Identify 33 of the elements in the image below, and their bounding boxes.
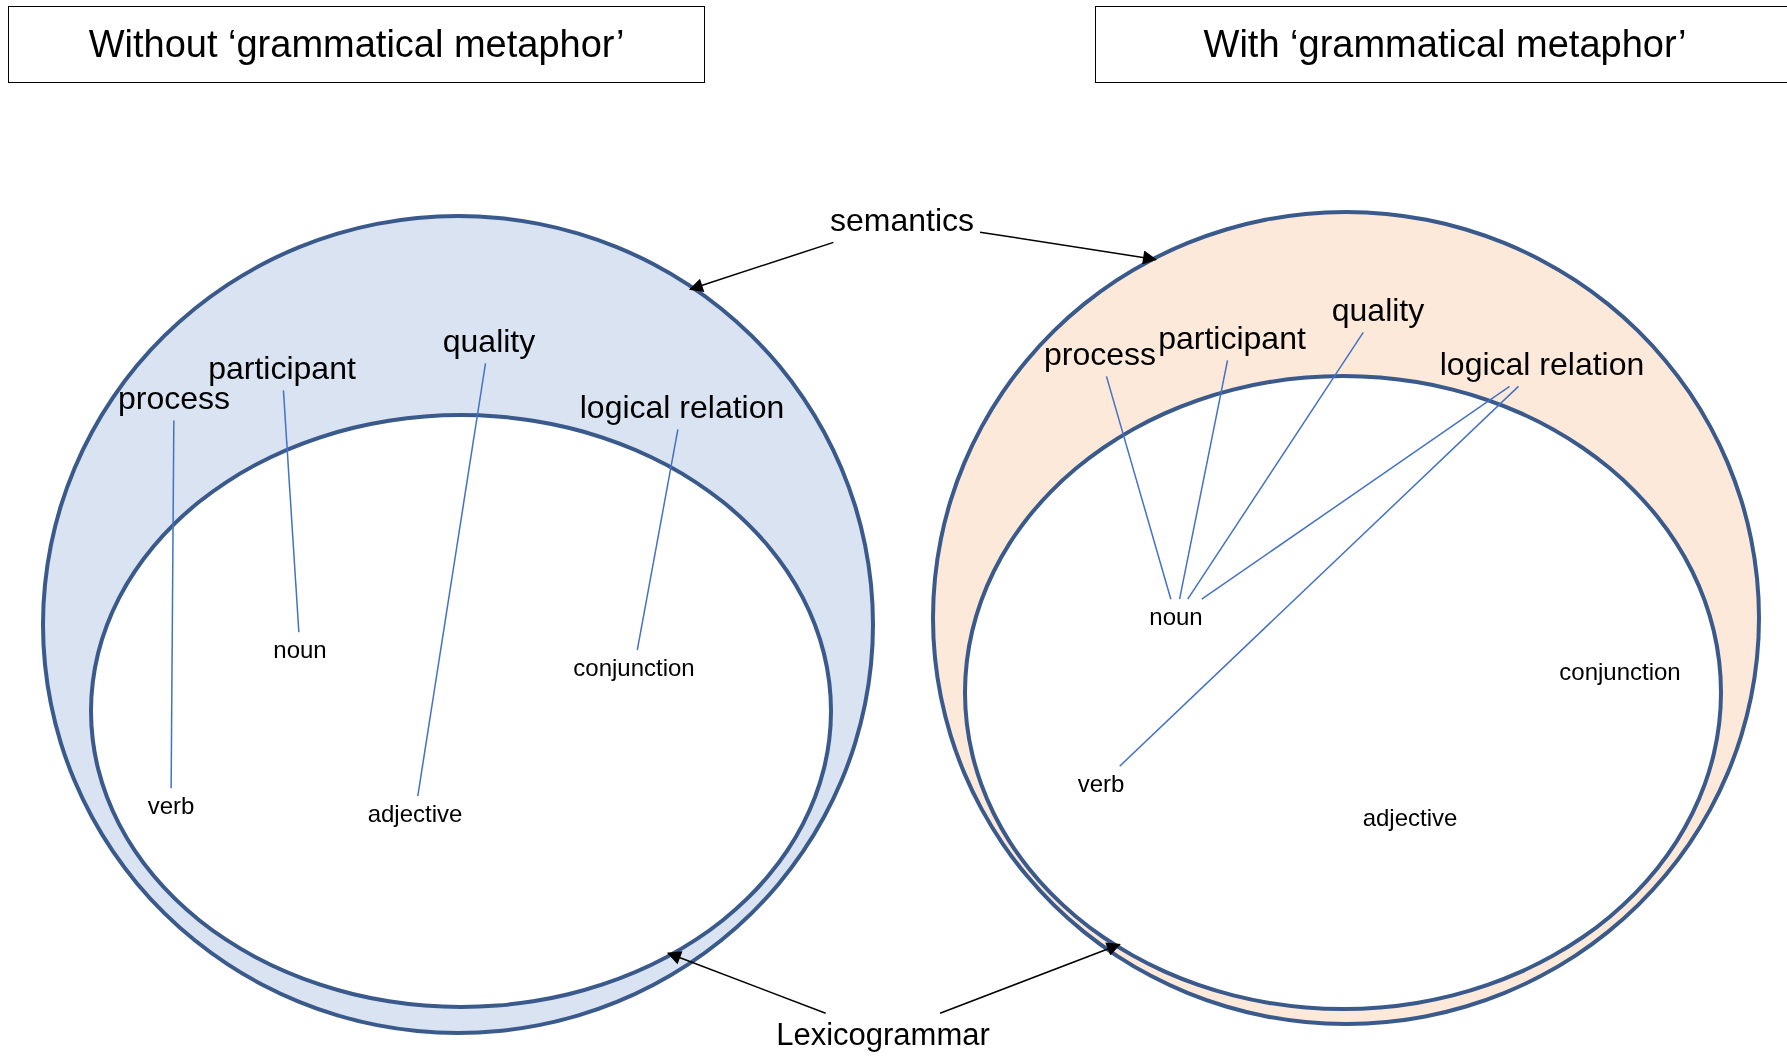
concept-label: logical relation <box>1439 345 1645 383</box>
connector-line <box>417 362 487 797</box>
arrow <box>688 241 835 292</box>
concept-label: verb <box>1077 770 1125 798</box>
concept-label: quality <box>442 322 536 360</box>
concept-label: quality <box>1331 291 1425 329</box>
concept-label: verb <box>147 792 195 820</box>
concept-label: adjective <box>1362 804 1458 832</box>
connector-line <box>1186 331 1364 600</box>
arrow <box>979 231 1157 265</box>
arrow <box>666 951 827 1014</box>
connector-line <box>1178 359 1229 600</box>
title-box <box>8 6 705 83</box>
concept-label: conjunction <box>1559 658 1681 686</box>
connector-line <box>1118 385 1520 767</box>
title-text: Without ‘grammatical metaphor’ <box>88 22 625 67</box>
concept-label: Lexicogrammar <box>776 1017 990 1053</box>
concept-label: conjunction <box>573 654 695 682</box>
connector-line <box>1105 375 1172 600</box>
concept-label: logical relation <box>579 388 785 426</box>
arrow <box>939 942 1121 1014</box>
connector-line <box>282 389 300 633</box>
connector-line <box>636 428 679 651</box>
connector-line <box>170 419 175 789</box>
title-box <box>1095 6 1787 83</box>
concept-label: noun <box>1149 603 1203 631</box>
concept-label: semantics <box>830 201 974 239</box>
title-text: With ‘grammatical metaphor’ <box>1203 22 1687 67</box>
concept-label: adjective <box>367 800 463 828</box>
concept-label: participant <box>1158 319 1306 357</box>
concept-label: process <box>1044 335 1156 373</box>
connector-line <box>1201 385 1511 600</box>
concept-label: noun <box>273 636 327 664</box>
